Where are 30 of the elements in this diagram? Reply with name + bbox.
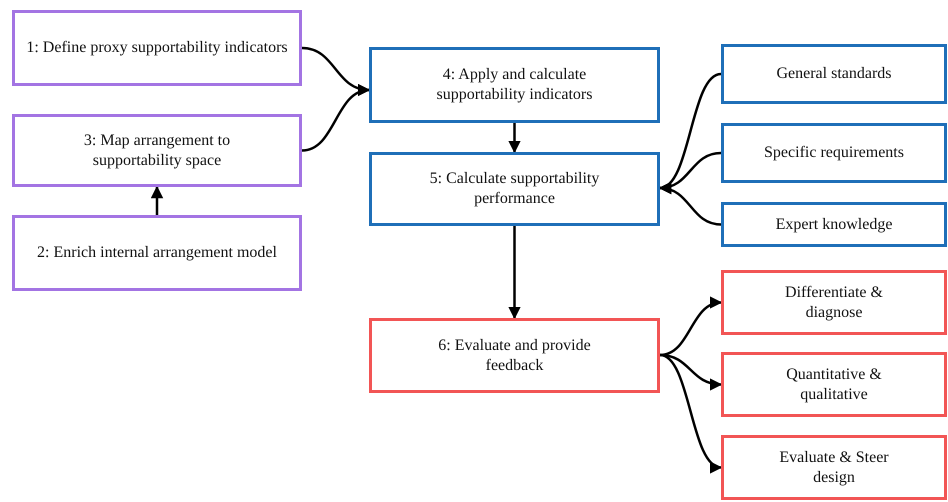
arrow [508,123,521,154]
box-label: 5: Calculate supportability performance [428,169,600,209]
process-box [721,123,947,183]
process-box [721,44,947,104]
box-label: Evaluate & Steer design [779,448,889,488]
process-box [12,114,302,187]
arrow [660,298,722,356]
arrow [658,182,722,226]
process-box [12,215,302,291]
box-label: 2: Enrich internal arrangement model [37,243,277,263]
process-box [369,318,660,393]
box-label: 4: Apply and calculate supportability indicators [436,65,594,105]
box-label: Differentiate & diagnose [784,282,884,322]
process-box [12,10,302,86]
box-label: Specific requirements [764,143,904,163]
process-box [721,270,947,335]
process-box [369,47,660,123]
box-label: 6: Evaluate and provide feedback [437,336,592,376]
arrow [150,186,164,215]
box-label: Quantitative & qualitative [785,364,883,404]
box-label: Expert knowledge [776,214,892,234]
arrow [508,226,521,320]
box-label: 3: Map arrangement to supportability space [82,130,232,170]
box-label: General standards [776,64,892,84]
process-box [721,352,947,417]
process-box [721,435,947,500]
process-box [721,202,947,247]
process-box [369,152,660,226]
arrow [302,86,370,152]
box-label: 1: Define proxy supportability indicators [26,38,288,58]
